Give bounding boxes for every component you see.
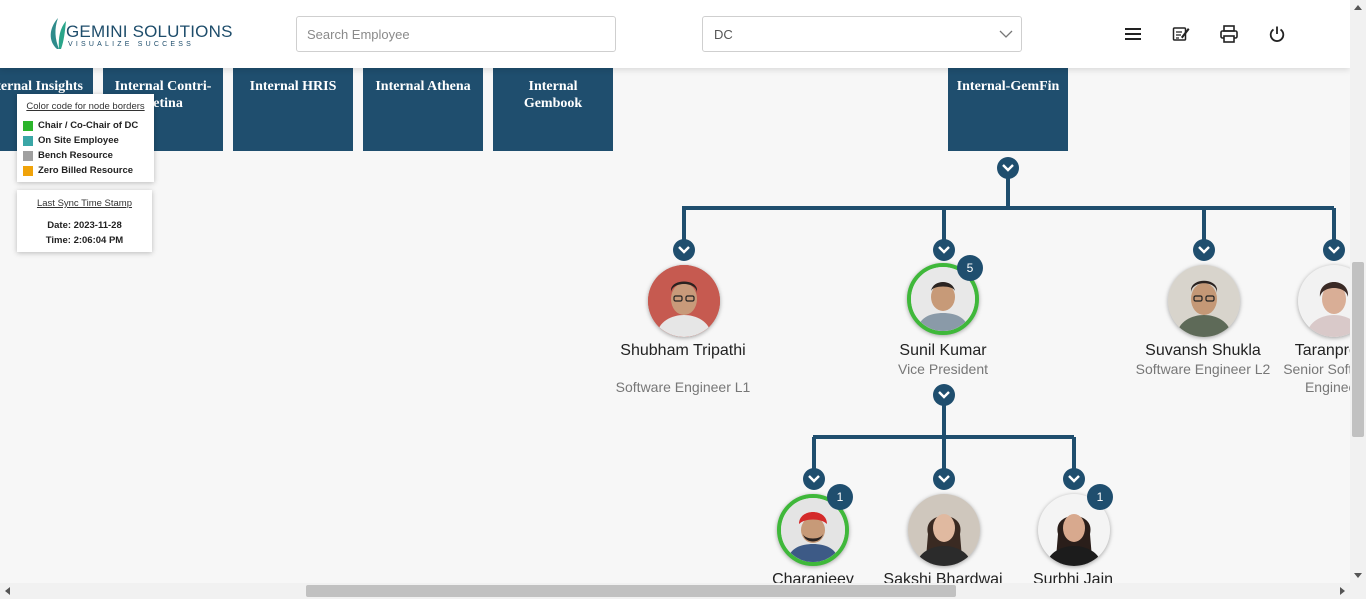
expand-toggle-sunil[interactable] (933, 239, 955, 261)
employee-avatar[interactable] (1038, 494, 1110, 566)
logo-leaf-icon (50, 18, 66, 49)
scroll-up-arrow-icon[interactable] (1354, 5, 1362, 10)
horizontal-scrollbar[interactable] (0, 583, 1366, 599)
expand-toggle-surbhi[interactable] (1063, 468, 1085, 490)
chevron-down-icon (1002, 164, 1014, 172)
chevron-down-icon (1198, 246, 1210, 254)
legend-label: Bench Resource (38, 150, 113, 161)
legend-title: Color code for node borders (26, 101, 145, 112)
chevron-down-icon (1068, 475, 1080, 483)
chevron-down-icon (678, 246, 690, 254)
legend-swatch (23, 120, 33, 131)
logo-name: GEMINI SOLUTIONS (66, 22, 233, 41)
search-employee-input[interactable] (296, 16, 616, 52)
legend-label: Chair / Co-Chair of DC (38, 120, 139, 131)
gemini-logo[interactable]: GEMINI SOLUTIONS VISUALIZE SUCCESS (46, 16, 232, 52)
legend-swatch (23, 135, 33, 146)
dept-internal-athena[interactable]: Internal Athena (363, 62, 483, 151)
sync-date: Date: 2023-11-28 (47, 220, 122, 231)
employee-avatar[interactable] (1168, 265, 1240, 337)
expand-toggle-shubham[interactable] (673, 239, 695, 261)
dept-internal-gembook[interactable]: Internal Gembook (493, 62, 613, 151)
chevron-down-icon (808, 475, 820, 483)
chevron-down-icon (1328, 246, 1340, 254)
employee-avatar[interactable] (648, 265, 720, 337)
chevron-down-icon (938, 246, 950, 254)
legend-swatch (23, 165, 33, 176)
employee-name: Taranpreet (1294, 342, 1366, 359)
employee-avatar[interactable] (908, 494, 980, 566)
expand-toggle-sakshi[interactable] (933, 468, 955, 490)
dept-label: Internal Athena (375, 79, 471, 94)
legend-item: On Site Employee (23, 133, 148, 148)
dept-label: Internal Gembook (523, 79, 583, 111)
edit-note-icon[interactable] (1171, 24, 1191, 44)
employee-role: Software Engineer L1 (615, 379, 751, 395)
expand-toggle-gemfin[interactable] (997, 157, 1019, 179)
person-photo-icon (648, 265, 720, 337)
legend-swatch (23, 150, 33, 161)
org-tree-connectors (682, 178, 1336, 470)
person-photo-icon (911, 267, 975, 331)
legend-item: Chair / Co-Chair of DC (23, 118, 148, 133)
chevron-down-icon (999, 30, 1013, 38)
direct-reports-count-badge: 1 (1087, 484, 1113, 510)
direct-reports-count-badge: 1 (827, 484, 853, 510)
chevron-down-icon (938, 391, 950, 399)
print-icon[interactable] (1219, 24, 1239, 44)
menu-icon[interactable] (1123, 24, 1143, 44)
last-sync-panel: Last Sync Time Stamp Date: 2023-11-28 Ti… (17, 190, 152, 252)
legend-label: Zero Billed Resource (38, 165, 134, 176)
employee-avatar[interactable] (907, 263, 979, 335)
scroll-left-arrow-icon[interactable] (5, 587, 10, 595)
dept-label: Internal HRIS (249, 79, 337, 94)
expand-toggle-suvansh[interactable] (1193, 239, 1215, 261)
legend-item: Zero Billed Resource (23, 163, 148, 178)
direct-reports-count-badge: 5 (957, 255, 983, 281)
legend-item: Bench Resource (23, 148, 148, 163)
person-photo-icon (908, 494, 980, 566)
employee-name: Suvansh Shukla (1145, 342, 1261, 359)
power-icon[interactable] (1267, 24, 1287, 44)
expand-toggle-taranpreet[interactable] (1323, 239, 1345, 261)
sync-time: Time: 2:06:04 PM (45, 235, 124, 246)
person-photo-icon (1168, 265, 1240, 337)
dc-select[interactable]: DC (702, 16, 1022, 52)
dept-label: Internal Insights (0, 79, 83, 94)
dept-label: Internal-GemFin (956, 79, 1060, 94)
employee-role: Vice President (897, 361, 988, 377)
horizontal-scroll-thumb[interactable] (306, 585, 956, 597)
node-border-legend: Color code for node borders Chair / Co-C… (17, 94, 154, 182)
sync-title: Last Sync Time Stamp (36, 198, 133, 209)
employee-name: Sunil Kumar (899, 342, 987, 359)
scroll-down-arrow-icon[interactable] (1354, 573, 1362, 578)
dept-internal-hris[interactable]: Internal HRIS (233, 62, 353, 151)
collapse-toggle-sunil-children[interactable] (933, 384, 955, 406)
dept-internal-gemfin[interactable]: Internal-GemFin (948, 62, 1068, 151)
logo-tagline: VISUALIZE SUCCESS (68, 41, 194, 48)
legend-label: On Site Employee (38, 135, 119, 146)
scroll-right-arrow-icon[interactable] (1340, 587, 1345, 595)
top-header: GEMINI SOLUTIONS VISUALIZE SUCCESS DC (0, 0, 1350, 68)
chevron-down-icon (938, 475, 950, 483)
employee-role: Senior Software Engineer (1283, 361, 1366, 395)
expand-toggle-charanjeev[interactable] (803, 468, 825, 490)
dc-select-value: DC (714, 27, 733, 42)
employee-name: Shubham Tripathi (620, 342, 746, 359)
vertical-scroll-thumb[interactable] (1352, 262, 1364, 437)
vertical-scrollbar[interactable] (1350, 0, 1366, 583)
employee-role: Software Engineer L2 (1135, 361, 1271, 377)
person-photo-icon (1038, 494, 1110, 566)
